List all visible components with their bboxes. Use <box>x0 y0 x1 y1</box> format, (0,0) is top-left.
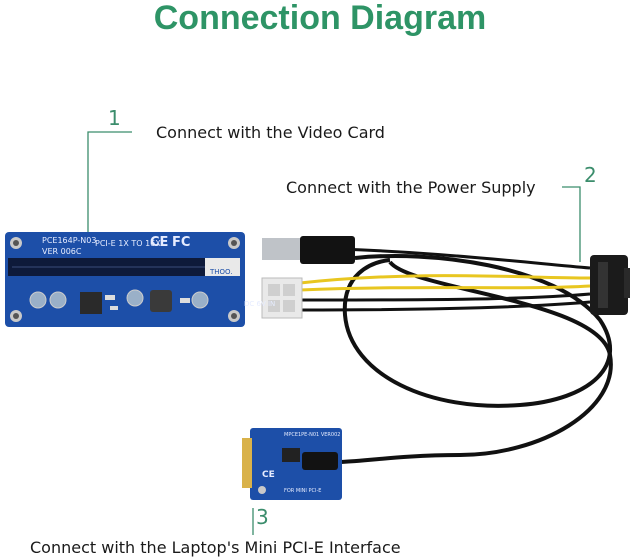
callout-text-3: Connect with the Laptop's Mini PCI-E Int… <box>30 538 401 557</box>
riser-board <box>5 232 245 327</box>
riser-dc-label: DC 6V IN <box>244 300 276 308</box>
callout-text-1: Connect with the Video Card <box>156 123 385 142</box>
usb-cable-to-mini <box>337 260 613 464</box>
riser-board-text: PCI-E 1X TO 16X <box>95 239 161 248</box>
callout-text-2: Connect with the Power Supply <box>286 178 536 197</box>
callout-number-1: 1 <box>108 106 121 130</box>
riser-model-line2: VER 006C <box>42 247 82 256</box>
leader-line-2 <box>562 186 581 262</box>
usb-loop-cable <box>342 254 613 408</box>
diagram-title: Connection Diagram <box>153 0 487 37</box>
riser-fc-mark: FC <box>172 235 191 250</box>
riser-side-label: THOO. <box>210 268 233 276</box>
riser-6pin-header <box>261 277 303 319</box>
callout-lines <box>87 131 581 535</box>
mini-card-bottom-text: FOR MINI PCI-E <box>284 488 322 494</box>
mini-pcie-card <box>242 428 342 500</box>
mini-card-header-text: MPCE1PE-N01 VER002 <box>284 432 341 438</box>
callout-number-3: 3 <box>256 505 269 529</box>
riser-usb-port <box>262 236 355 264</box>
leader-line-1 <box>87 131 132 262</box>
riser-model-line1: PCE164P-N03 <box>42 236 97 245</box>
callout-number-2: 2 <box>584 163 597 187</box>
mini-card-ce-mark: CE <box>262 470 275 480</box>
riser-ce-mark: CE <box>150 235 169 250</box>
sata-power-connector <box>590 255 630 315</box>
